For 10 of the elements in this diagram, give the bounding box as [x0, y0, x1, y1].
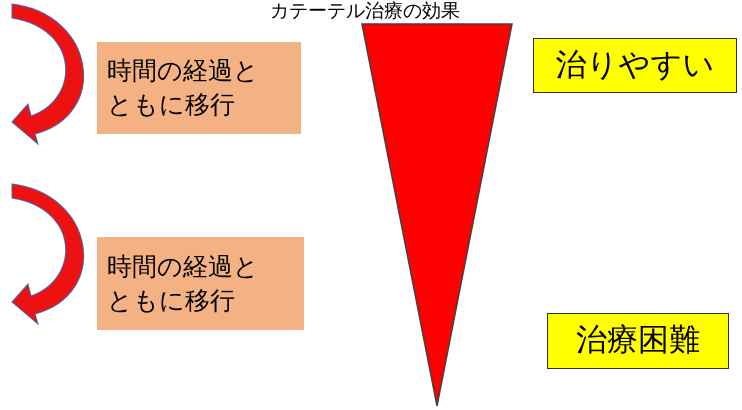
- label-box: [547, 313, 729, 369]
- box-text: 時間の経過とともに移行: [107, 250, 260, 316]
- note-box: [97, 237, 304, 330]
- label-box: [533, 38, 737, 93]
- box-text: 時間の経過とともに移行: [107, 55, 260, 121]
- note-box: [97, 42, 301, 134]
- title: カテーテル治療の効果: [270, 0, 460, 23]
- funnel-wedge: [361, 23, 513, 407]
- box-text: 治りやすい: [556, 46, 714, 84]
- box-text: 治療困難: [576, 322, 700, 360]
